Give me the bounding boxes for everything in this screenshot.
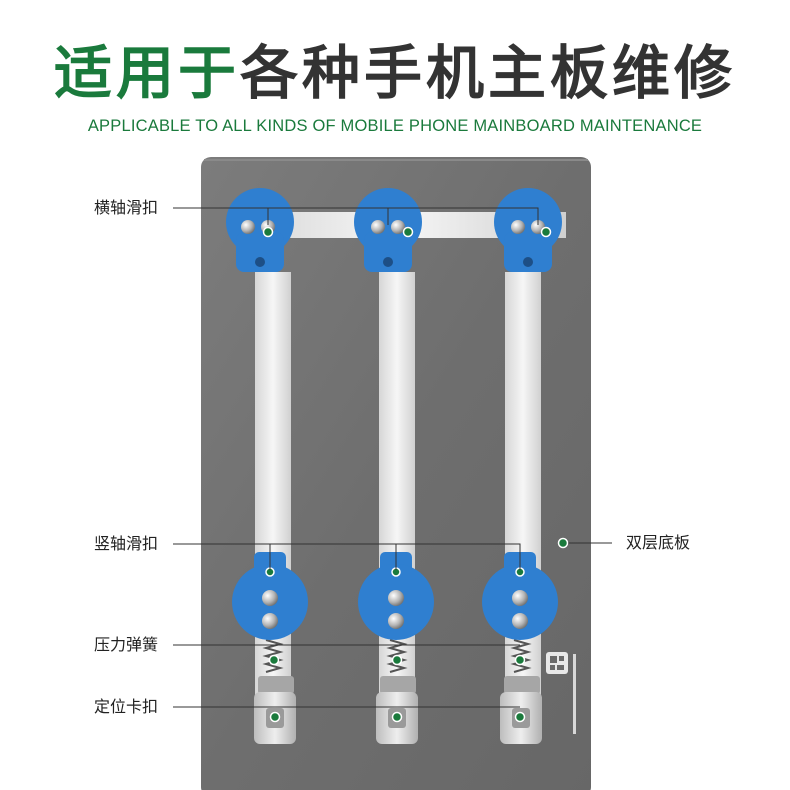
spring-right bbox=[510, 639, 532, 673]
title-accent: 适用于 bbox=[53, 39, 240, 107]
callout-vertical-slider: 竖轴滑扣 bbox=[94, 534, 159, 553]
leader-dots bbox=[262, 226, 569, 723]
leader-lines bbox=[173, 207, 612, 708]
vertical-rail-right bbox=[505, 272, 541, 732]
title-rest: 各种手机主板维修 bbox=[240, 39, 737, 107]
callout-horizontal-slider: 横轴滑扣 bbox=[94, 198, 159, 217]
page-title: 适用于各种手机主板维修 bbox=[0, 38, 790, 108]
callout-positioning-clip: 定位卡扣 bbox=[94, 697, 159, 716]
callout-double-base: 双层底板 bbox=[626, 533, 691, 552]
top-slider-left bbox=[226, 188, 294, 272]
clip-center bbox=[376, 676, 418, 744]
vertical-slider-center bbox=[358, 552, 434, 640]
clip-left bbox=[254, 676, 296, 744]
callout-pressure-spring: 压力弹簧 bbox=[94, 635, 159, 654]
top-slider-right bbox=[494, 188, 562, 272]
page-subtitle: APPLICABLE TO ALL KINDS OF MOBILE PHONE … bbox=[87, 117, 703, 135]
brand-logo bbox=[546, 652, 576, 734]
clip-right bbox=[500, 676, 542, 744]
